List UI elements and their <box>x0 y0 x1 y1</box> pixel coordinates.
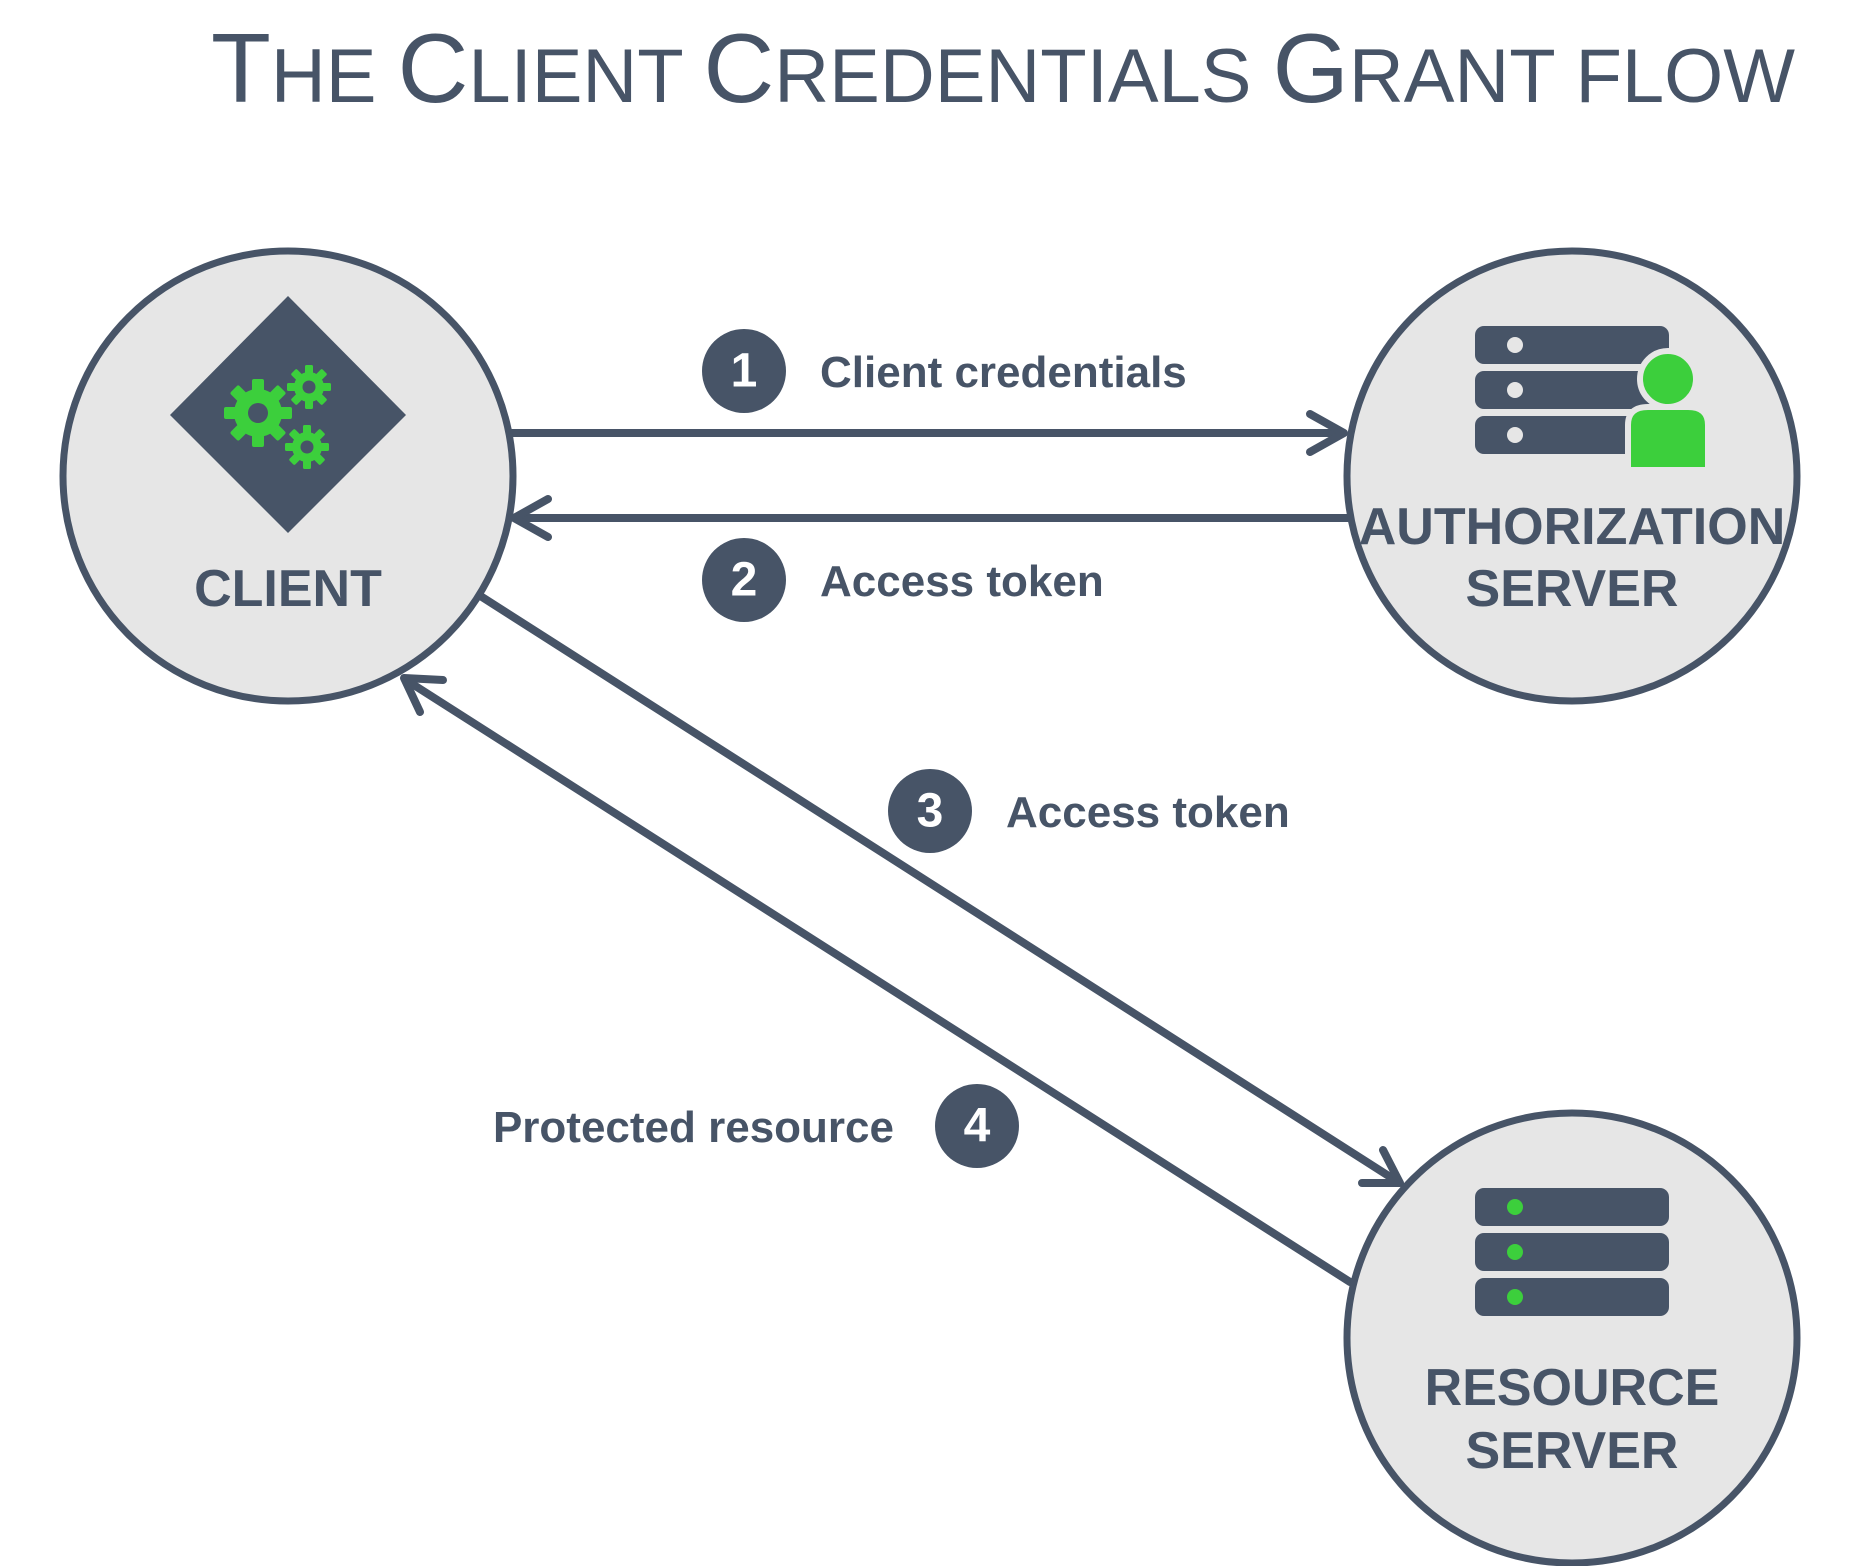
step-number: 1 <box>731 345 758 398</box>
step-badge <box>702 329 786 413</box>
resource-server-node: RESOURCE SERVER <box>1343 1109 1801 1566</box>
step-badge <box>935 1084 1019 1168</box>
step-1: 1 Client credentials <box>702 329 1187 413</box>
flow-arrows <box>400 410 1404 1286</box>
step-2: 2 Access token <box>702 538 1104 622</box>
title-part: REDENTIALS <box>774 34 1272 119</box>
arrow-protected-resource <box>400 674 1354 1286</box>
step-label: Access token <box>820 557 1104 606</box>
title-part: T <box>211 13 271 123</box>
step-badge <box>888 769 972 853</box>
step-number: 3 <box>917 785 944 838</box>
auth-server-label-line2: SERVER <box>1466 560 1679 618</box>
step-number: 4 <box>964 1100 991 1153</box>
title-part: C <box>398 13 469 123</box>
title-part: RANT FLOW <box>1349 34 1795 119</box>
resource-server-label-line2: SERVER <box>1466 1422 1679 1480</box>
server-stack-icon <box>1475 1188 1669 1316</box>
arrow-client-credentials <box>508 410 1348 456</box>
page-title: THE CLIENT CREDENTIALS GRANT FLOW <box>211 13 1795 123</box>
resource-server-label-line1: RESOURCE <box>1425 1359 1720 1417</box>
step-3: 3 Access token <box>888 769 1290 853</box>
arrow-access-token-send <box>478 593 1404 1187</box>
client-node: CLIENT <box>59 247 517 705</box>
gears-diamond-icon <box>170 296 406 533</box>
auth-server-node: AUTHORIZATION SERVER <box>1343 247 1801 705</box>
step-badge <box>702 538 786 622</box>
arrow-access-token-return <box>510 495 1354 541</box>
server-user-icon <box>1475 326 1711 473</box>
title-part: G <box>1273 13 1349 123</box>
title-part: LIENT <box>468 34 703 119</box>
step-label: Access token <box>1006 788 1290 837</box>
step-4: 4 Protected resource <box>493 1084 1019 1168</box>
step-number: 2 <box>731 554 758 607</box>
title-part: C <box>703 13 774 123</box>
step-label: Protected resource <box>493 1103 894 1152</box>
client-label: CLIENT <box>194 560 382 618</box>
step-label: Client credentials <box>820 348 1187 397</box>
title-part: HE <box>271 34 398 119</box>
auth-server-label-line1: AUTHORIZATION <box>1359 498 1786 556</box>
